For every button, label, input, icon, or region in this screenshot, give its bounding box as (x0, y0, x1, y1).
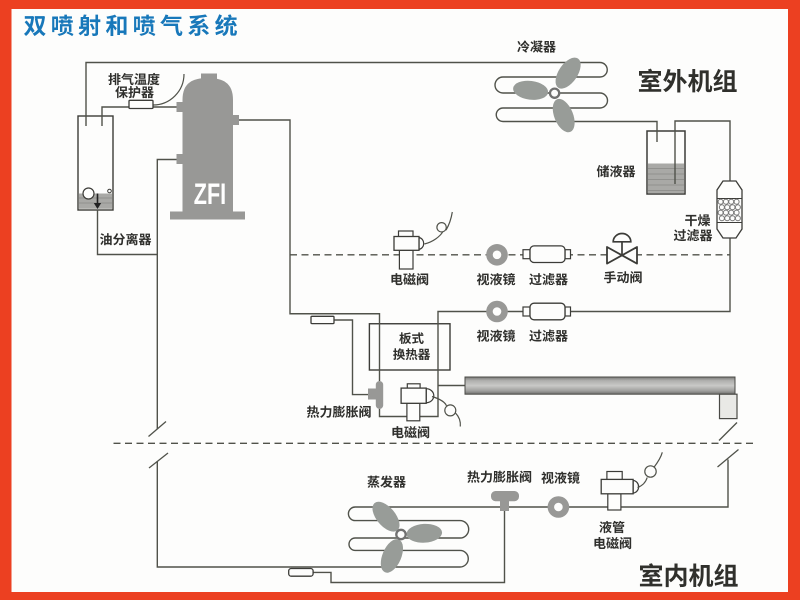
svg-text:ZFI: ZFI (194, 176, 226, 210)
